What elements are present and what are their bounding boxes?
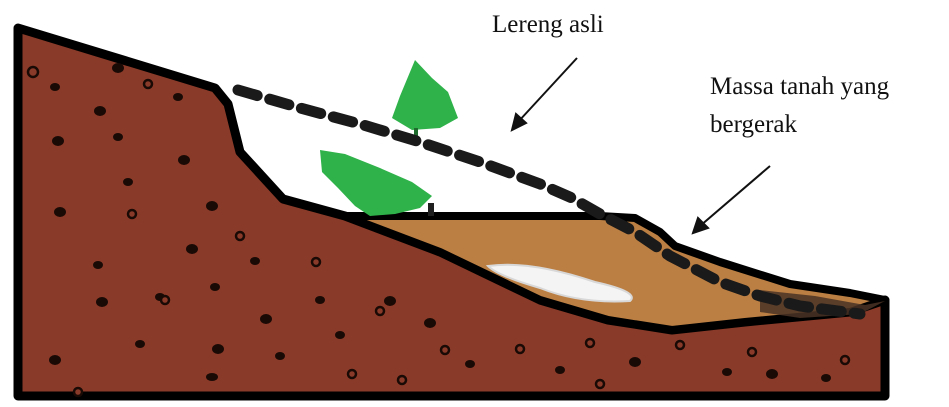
label-moving-mass-line1: Massa tanah yang: [710, 73, 890, 100]
tree-icon: [320, 150, 434, 216]
arrow-icon: [693, 166, 770, 233]
label-moving-mass-line2: bergerak: [710, 111, 797, 138]
label-original-slope: Lereng asli: [492, 11, 604, 38]
tree-icon: [392, 60, 458, 138]
arrow-icon: [512, 58, 577, 130]
